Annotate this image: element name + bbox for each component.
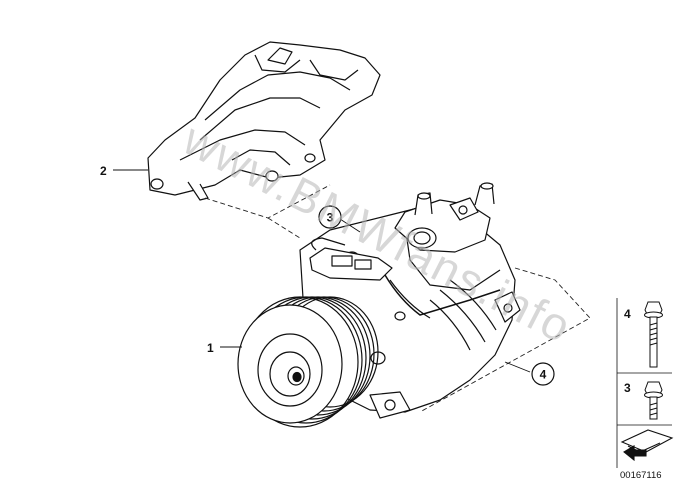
legend-label-4: 4 <box>624 307 631 321</box>
svg-text:3: 3 <box>327 211 334 225</box>
reference-number: 00167116 <box>620 470 662 481</box>
callout-2: 2 <box>100 164 107 178</box>
callout-1: 1 <box>207 341 214 355</box>
leader-lines <box>113 169 531 373</box>
wedge-arrow-icon <box>620 429 674 462</box>
legend-label-3: 3 <box>624 381 631 395</box>
long-bolt-icon <box>644 301 663 368</box>
compressor-bracket <box>147 41 381 201</box>
compressor-pulley <box>237 296 379 428</box>
legend-panel: 4 3 00167116 <box>616 298 674 481</box>
ac-compressor <box>237 182 521 428</box>
callout-4-circle: 4 <box>531 362 555 386</box>
callout-3-circle: 3 <box>318 205 342 229</box>
short-bolt-icon <box>644 381 663 420</box>
svg-text:4: 4 <box>540 368 547 382</box>
assembly-lines <box>204 184 591 413</box>
